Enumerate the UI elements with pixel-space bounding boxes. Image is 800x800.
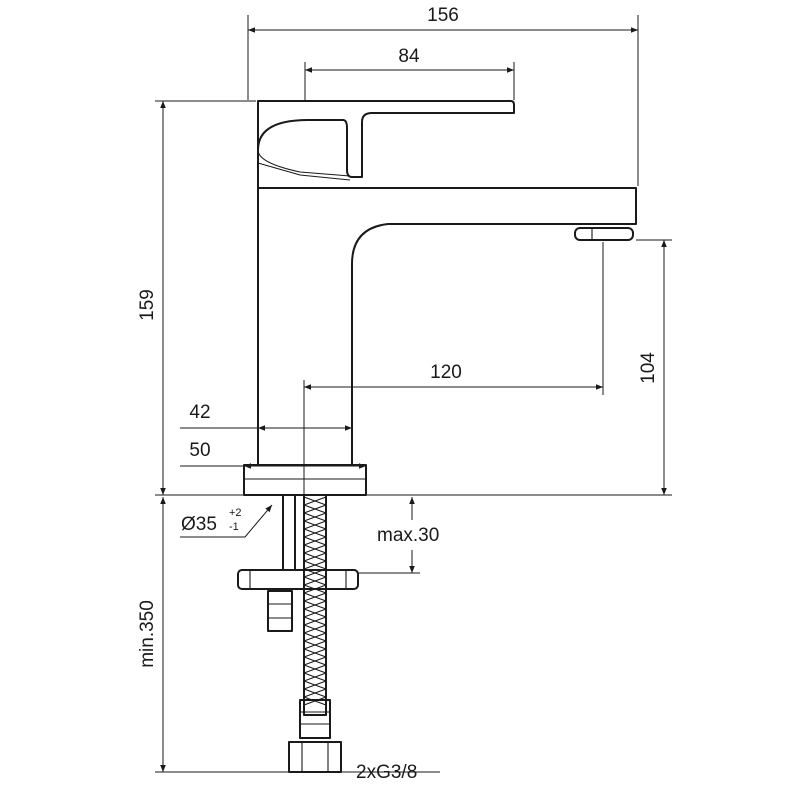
braid-strand bbox=[303, 688, 327, 698]
hose-braid-pattern bbox=[303, 496, 327, 706]
under-counter-assembly bbox=[237, 494, 359, 773]
braid-strand bbox=[303, 528, 327, 538]
dim-hole-tolerance-minus: -1 bbox=[229, 521, 239, 533]
base-ring bbox=[243, 464, 367, 496]
lever-shadow bbox=[257, 149, 351, 177]
dim-connections: 2xG3/8 bbox=[356, 762, 417, 783]
braid-strand bbox=[303, 496, 327, 506]
braid-strand bbox=[303, 560, 327, 570]
braid-strand bbox=[303, 656, 327, 666]
mounting-washer bbox=[237, 569, 359, 590]
braid-strand bbox=[303, 504, 327, 514]
braid-strand bbox=[303, 520, 327, 530]
aerator bbox=[574, 227, 634, 241]
dim-base-width: 50 bbox=[189, 440, 210, 461]
fixing-nut bbox=[267, 590, 293, 632]
braid-strand bbox=[303, 544, 327, 554]
dim-min-hose-length: min.350 bbox=[137, 600, 158, 668]
faucet-outline bbox=[243, 100, 637, 496]
braid-strand bbox=[303, 616, 327, 626]
dimension-lines bbox=[155, 15, 672, 773]
dim-spout-reach: 120 bbox=[430, 362, 462, 383]
hose-ferrule bbox=[299, 699, 331, 739]
braid-strand bbox=[303, 672, 327, 682]
braid-strand bbox=[303, 632, 327, 642]
braid-strand bbox=[303, 600, 327, 610]
dim-overall-width: 156 bbox=[427, 5, 459, 26]
braid-strand bbox=[303, 568, 327, 578]
dim-body-width: 42 bbox=[189, 402, 210, 423]
braided-hose bbox=[303, 494, 327, 716]
dim-hole-diameter: Ø35 bbox=[181, 514, 217, 535]
braid-strand bbox=[303, 640, 327, 650]
braid-strand bbox=[303, 664, 327, 674]
braid-strand bbox=[303, 576, 327, 586]
dim-lever-length: 84 bbox=[398, 46, 420, 67]
connection-nut bbox=[288, 741, 342, 773]
braid-strand bbox=[303, 648, 327, 658]
braid-strand bbox=[303, 512, 327, 522]
braid-strand bbox=[303, 608, 327, 618]
braid-strand bbox=[303, 592, 327, 602]
dim-outlet-height: 104 bbox=[638, 352, 659, 384]
dim-max-deck-thickness: max.30 bbox=[377, 525, 439, 546]
dim-hole-tolerance-plus: +2 bbox=[229, 507, 242, 519]
braid-strand bbox=[303, 552, 327, 562]
dim-overall-height: 159 bbox=[137, 289, 158, 321]
dimension-labels: 156 84 159 120 104 42 50 Ø35 +2 -1 max.3… bbox=[137, 5, 659, 783]
braid-strand bbox=[303, 624, 327, 634]
lever-handle bbox=[257, 100, 515, 178]
braid-strand bbox=[303, 584, 327, 594]
faucet-body bbox=[257, 150, 637, 466]
braid-strand bbox=[303, 680, 327, 690]
threaded-rod bbox=[282, 494, 296, 571]
braid-strand bbox=[303, 536, 327, 546]
